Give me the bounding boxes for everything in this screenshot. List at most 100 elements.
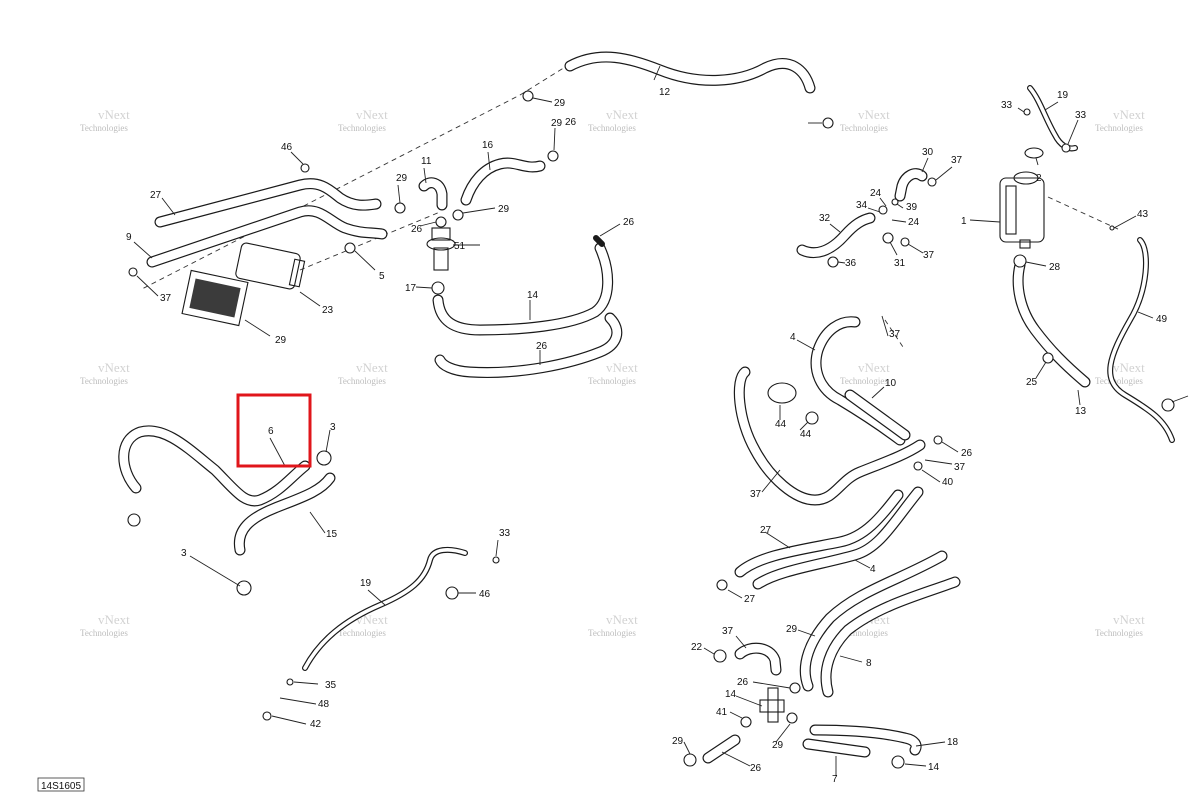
watermark-text: Technologies [338,123,386,133]
callout-29: 29 [551,118,563,129]
callout-37: 37 [954,462,966,473]
callout-17: 17 [405,283,417,294]
clamp-29 [786,712,798,724]
callout-26: 26 [411,224,423,235]
callout-layer: 1229264627937111629292629512652329171426… [126,87,1168,785]
watermark-text: vNext [606,612,638,627]
clamp-26 [891,755,905,769]
drawing-code: 14S1605 [37,777,85,792]
clamp-26 [713,649,727,663]
cooler-23 [181,269,249,327]
watermark-text: Technologies [338,628,386,638]
clamp-36 [827,256,839,268]
callout-10: 10 [885,378,897,389]
callout-37: 37 [951,155,963,166]
watermark-text: Technologies [840,628,888,638]
callout-37: 37 [923,250,935,261]
clamp-37 [128,267,138,277]
callout-26: 26 [565,117,577,128]
clamp-46 [445,586,459,600]
callout-32: 32 [819,213,831,224]
clamp-37 [927,177,937,187]
leader-lines [133,65,1189,776]
callout-12: 12 [659,87,671,98]
callout-46: 46 [281,142,293,153]
watermark-text: Technologies [1095,628,1143,638]
cap-2 [1024,147,1044,159]
highlight-box[interactable] [236,393,312,468]
watermark-text: vNext [1113,612,1145,627]
callout-27: 27 [150,190,162,201]
callout-44: 44 [775,419,787,430]
callout-4: 4 [870,564,876,575]
callout-1: 1 [961,216,967,227]
clamp-29 [740,716,752,728]
callout-26: 26 [536,341,548,352]
watermark-text: Technologies [338,376,386,386]
clamp-46 [300,163,310,173]
callout-40: 40 [942,477,954,488]
watermark-text: Technologies [840,123,888,133]
callout-41: 41 [716,707,728,718]
callout-46: 46 [479,589,491,600]
clamp-35 [286,678,294,686]
callout-33: 33 [1075,110,1087,121]
clamp-33 [1023,108,1031,116]
callout-25: 25 [1026,377,1038,388]
callout-28: 28 [1049,262,1061,273]
callout-27: 27 [760,525,772,536]
hose-19-lower [302,546,468,671]
callout-14: 14 [725,689,737,700]
watermark-text: vNext [356,107,388,122]
clamp-31 [882,232,894,244]
callout-24: 24 [870,188,882,199]
watermark-text: Technologies [80,123,128,133]
callout-27: 27 [744,594,756,605]
callout-26: 26 [750,763,762,774]
watermark-text: vNext [606,360,638,375]
callout-14: 14 [527,290,539,301]
callout-16: 16 [482,140,494,151]
callout-49: 49 [1156,314,1168,325]
callout-33: 33 [499,528,511,539]
callout-43: 43 [1137,209,1149,220]
watermark-text: Technologies [80,628,128,638]
coolant-reservoir-1 [999,171,1045,249]
clamp-37 [900,237,910,247]
watermark-text: Technologies [1095,376,1143,386]
callout-39: 39 [906,202,918,213]
callout-29: 29 [275,335,287,346]
callout-29: 29 [554,98,566,109]
clamp-25 [1042,352,1054,364]
callout-29: 29 [396,173,408,184]
callout-23: 23 [322,305,334,316]
clamp-33 [492,556,500,564]
clamp-26 [547,150,559,162]
tee-fitting-41 [759,687,785,723]
clamp-43 [1109,225,1115,231]
callout-35: 35 [325,680,337,691]
clamp-29 [452,209,464,221]
watermark-text: vNext [1113,360,1145,375]
watermark-text: vNext [98,612,130,627]
watermark-text: vNext [858,360,890,375]
callout-highlighted: 6 [268,426,274,437]
callout-29: 29 [672,736,684,747]
clamp-29 [435,216,447,228]
callout-48: 48 [318,699,330,710]
clamp-28 [1013,254,1027,268]
callout-14: 14 [928,762,940,773]
callout-5: 5 [379,271,385,282]
callout-29: 29 [772,740,784,751]
callout-26: 26 [961,448,973,459]
watermark-text: Technologies [588,628,636,638]
watermark-text: vNext [1113,107,1145,122]
callout-15: 15 [326,529,338,540]
watermark-text: Technologies [1095,123,1143,133]
callout-9: 9 [126,232,132,243]
clamp-39 [891,198,899,206]
clamp-3 [236,580,252,596]
callout-22: 22 [691,642,703,653]
clamp-24 [878,205,888,215]
callout-37: 37 [750,489,762,500]
